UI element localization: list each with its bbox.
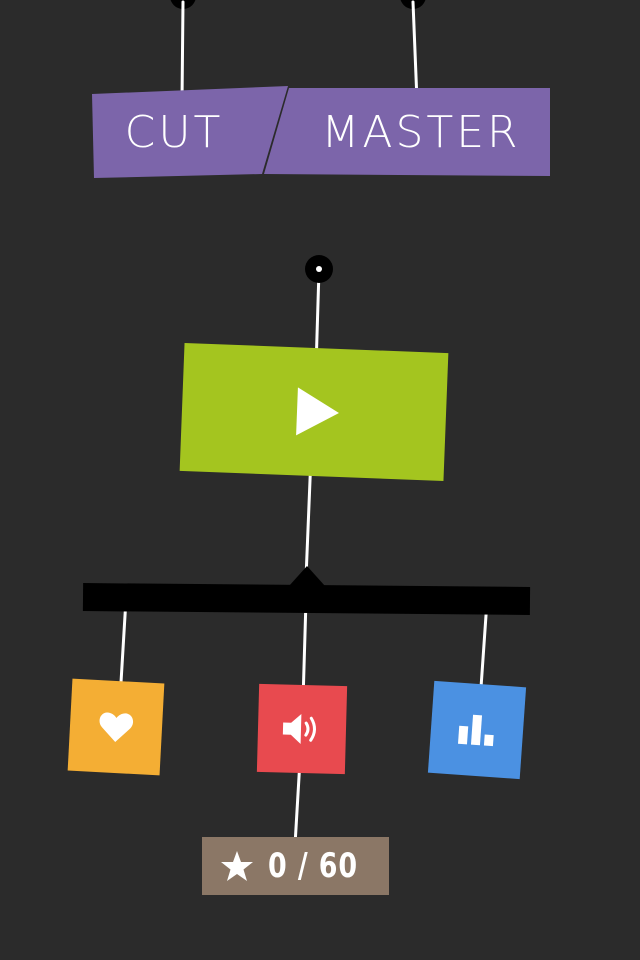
heart-icon bbox=[97, 710, 135, 744]
bar-chart-icon bbox=[456, 712, 498, 749]
pin-left bbox=[170, 0, 196, 9]
sound-button[interactable] bbox=[256, 683, 348, 775]
rope-title-left bbox=[180, 0, 185, 103]
rope-title-right bbox=[411, 0, 419, 103]
stars-counter: 0 / 60 bbox=[202, 837, 389, 895]
play-icon bbox=[296, 387, 340, 437]
play-button[interactable] bbox=[179, 342, 449, 482]
speaker-icon bbox=[281, 711, 324, 746]
title-word-master: MASTER bbox=[321, 106, 521, 158]
hanging-bar bbox=[82, 583, 531, 615]
leaderboard-button[interactable] bbox=[427, 680, 527, 780]
stars-count-text: 0 / 60 bbox=[268, 846, 359, 886]
pin-right bbox=[400, 0, 426, 9]
bar-peak bbox=[289, 566, 325, 586]
favorite-button[interactable] bbox=[67, 678, 165, 776]
title-master-block: MASTER bbox=[264, 88, 550, 176]
title-word-cut: CUT bbox=[124, 106, 224, 158]
title-cut-block: CUT bbox=[92, 86, 288, 178]
star-icon bbox=[220, 850, 254, 882]
top-pins bbox=[170, 0, 426, 9]
pin-play bbox=[305, 255, 333, 283]
